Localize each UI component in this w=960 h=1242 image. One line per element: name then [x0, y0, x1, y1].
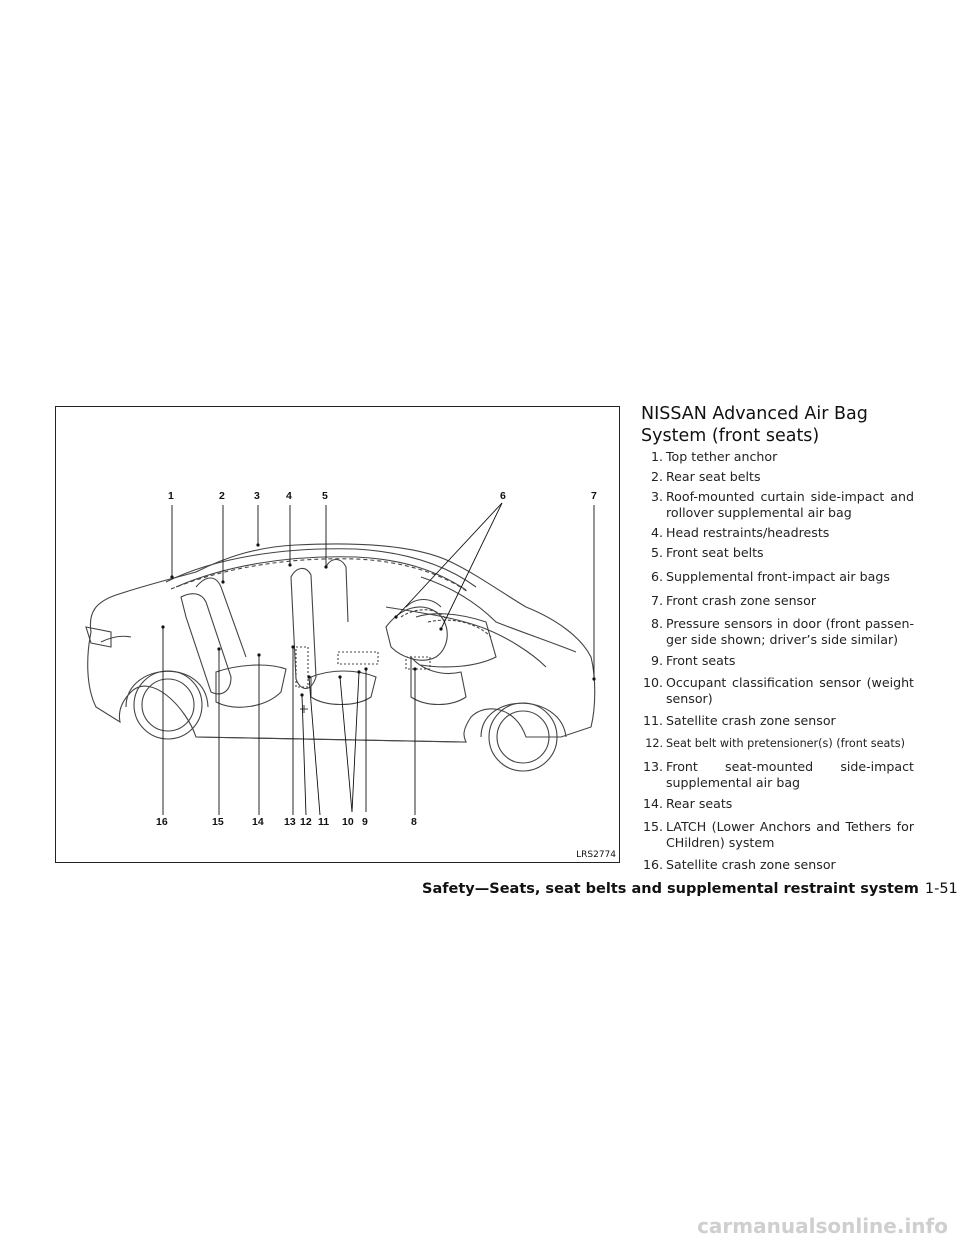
watermark: carmanualsonline.info	[697, 1214, 948, 1238]
section-title: NISSAN Advanced Air Bag System (front se…	[641, 404, 868, 446]
callout-5: 5	[322, 490, 328, 502]
callout-11: 11	[318, 816, 330, 828]
callout-10: 10	[342, 816, 354, 828]
list-item: 7.Front crash zone sensor	[650, 593, 817, 608]
callout-16: 16	[156, 816, 168, 828]
list-item: 8.Pressure sensors in door (front passen…	[650, 616, 914, 647]
callout-3: 3	[254, 490, 260, 502]
list-item: 14.Rear seats	[642, 796, 733, 811]
list-item: 3.Roof-mounted curtain side-impact and r…	[650, 489, 914, 520]
list-item: 2.Rear seat belts	[650, 469, 761, 484]
figure-code: LRS2774	[576, 850, 616, 860]
car-illustration	[85, 502, 596, 816]
list-item: 5.Front seat belts	[650, 545, 764, 560]
callout-9: 9	[362, 816, 368, 828]
list-item: 4.Head restraints/headrests	[650, 525, 830, 540]
callout-6: 6	[500, 490, 506, 502]
callout-8: 8	[411, 816, 417, 828]
page-footer: Safety—Seats, seat belts and supplementa…	[422, 881, 958, 897]
list-item: 12.Seat belt with pretensioner(s) (front…	[645, 737, 905, 750]
callout-15: 15	[212, 816, 224, 828]
callout-2: 2	[219, 490, 225, 502]
callout-13: 13	[284, 816, 296, 828]
list-item: 15.LATCH (Lower Anchors and Tethers for …	[642, 819, 914, 850]
list-item: 1.Top tether anchor	[650, 449, 778, 464]
page-number: 1-51	[924, 881, 958, 897]
callout-12: 12	[300, 816, 312, 828]
list-item: 13.Front seat-mounted side-impact supple…	[642, 759, 914, 790]
list-item: 16.Satellite crash zone sensor	[642, 857, 836, 872]
list-item: 6.Supplemental front-impact air bags	[650, 569, 890, 584]
list-item: 11.Satellite crash zone sensor	[642, 713, 836, 728]
callout-1: 1	[168, 490, 174, 502]
list-item: 10.Occupant classification sensor (weigh…	[642, 675, 914, 706]
footer-section-title: Safety—Seats, seat belts and supplementa…	[422, 881, 919, 897]
callout-7: 7	[591, 490, 597, 502]
callout-14: 14	[252, 816, 264, 828]
list-item: 9.Front seats	[650, 653, 736, 668]
callout-4: 4	[286, 490, 292, 502]
car-airbag-diagram: 1 2 3 4 5 6 7 8 9 10 11 12 13 14 15 16 L…	[55, 406, 620, 863]
